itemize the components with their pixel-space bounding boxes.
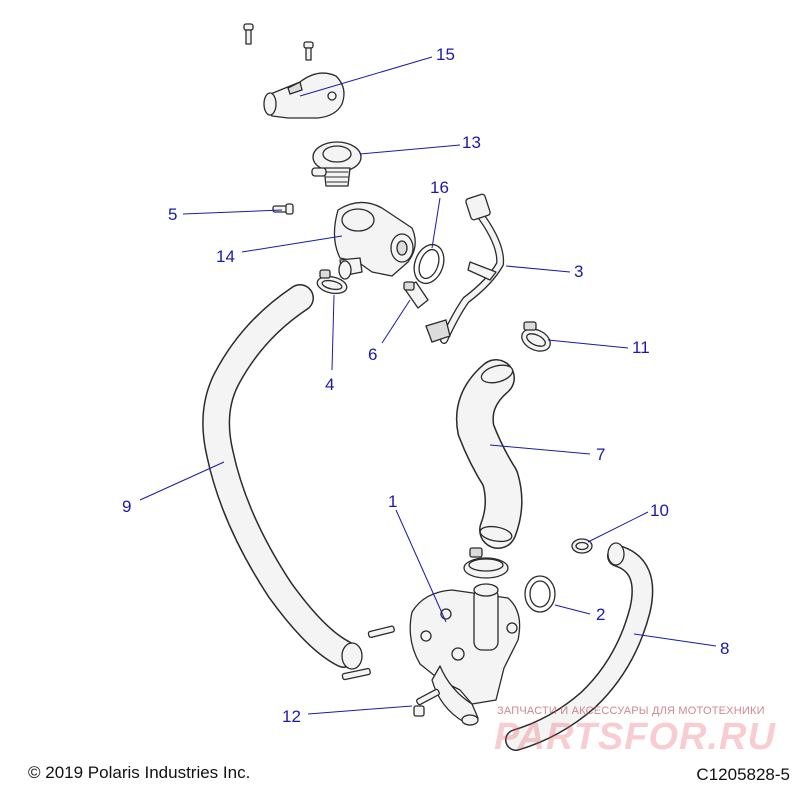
hose-clamp-part-11: [521, 321, 551, 352]
hose-clamp-part-4: [316, 269, 348, 295]
hose-clamp-lower: [463, 547, 509, 579]
callout-8: 8: [720, 639, 729, 658]
temperature-sensor: [403, 281, 429, 309]
bolt-part-5: [272, 203, 294, 215]
pump-bolts: [341, 625, 395, 681]
thermostat-housing-cover: [263, 72, 345, 119]
callout-7: 7: [596, 445, 605, 464]
callout-labels: 15 13 16 5 14 3 4 6 11 7 9 1 10 2 8 12: [122, 45, 729, 726]
bolt-part-12: [413, 688, 440, 717]
watermark-brand: PARTSFOR.RU: [494, 716, 776, 758]
callout-14: 14: [216, 247, 235, 266]
leader-lines: [139, 56, 717, 715]
callout-4: 4: [325, 375, 334, 394]
hose-part-7: [456, 359, 523, 549]
watermark-tagline: ЗАПЧАСТИ И АКСЕССУАРЫ ДЛЯ МОТОТЕХНИКИ: [497, 705, 765, 717]
callout-15: 15: [436, 45, 455, 64]
callout-5: 5: [168, 205, 177, 224]
callout-6: 6: [368, 345, 377, 364]
callout-2: 2: [596, 605, 605, 624]
drawing-code: C1205828-5: [696, 765, 790, 784]
hose-clamp-part-10: [571, 538, 593, 554]
callout-3: 3: [574, 262, 583, 281]
callout-11: 11: [632, 338, 650, 357]
copyright-text: © 2019 Polaris Industries Inc.: [28, 763, 251, 782]
callout-10: 10: [650, 501, 669, 520]
bolt-top-left: [243, 23, 254, 45]
thermostat-housing: [333, 201, 416, 280]
thermostat: [311, 141, 362, 187]
hose-part-8: [505, 542, 654, 751]
callout-1: 1: [388, 492, 397, 511]
callout-13: 13: [462, 133, 481, 152]
o-ring-part-2: [524, 575, 556, 613]
o-ring-part-16: [413, 243, 445, 285]
hose-part-9: [202, 284, 363, 670]
callout-16: 16: [430, 178, 449, 197]
water-pump: [409, 583, 521, 726]
callout-12: 12: [282, 707, 301, 726]
callout-9: 9: [122, 497, 131, 516]
sensor-harness: [425, 193, 505, 344]
bolt-top-right: [303, 41, 314, 61]
